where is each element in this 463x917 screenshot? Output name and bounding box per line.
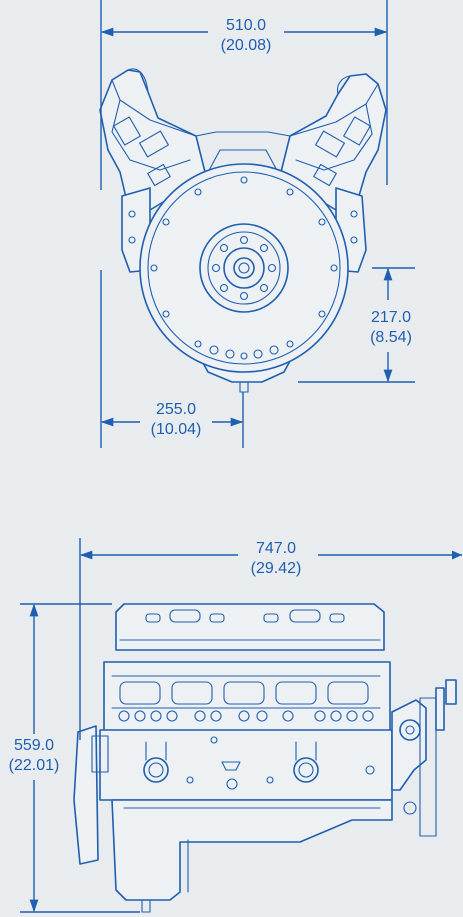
length-mm-label: 747.0 bbox=[256, 540, 296, 557]
crank-height-inch-label: (8.54) bbox=[370, 329, 412, 346]
length-inch-label: (29.42) bbox=[251, 560, 302, 577]
side-view-engine bbox=[73, 603, 457, 913]
height-inch-label: (22.01) bbox=[9, 757, 60, 774]
crank-offset-inch-label: (10.04) bbox=[151, 421, 202, 438]
height-dimension: 559.0 (22.01) bbox=[0, 603, 140, 913]
front-width-dimension: 510.0 (20.08) bbox=[100, 0, 388, 190]
crank-height-mm-label: 217.0 bbox=[371, 309, 411, 326]
front-width-inch-label: (20.08) bbox=[221, 37, 272, 54]
crank-offset-dimension: 255.0 (10.04) bbox=[100, 270, 244, 448]
front-view-engine bbox=[99, 68, 387, 393]
length-dimension: 747.0 (29.42) bbox=[79, 538, 462, 740]
head-bolts bbox=[118, 710, 374, 722]
crank-offset-mm-label: 255.0 bbox=[156, 401, 196, 418]
height-mm-label: 559.0 bbox=[14, 737, 54, 754]
flywheel-bolt-holes bbox=[150, 176, 338, 360]
front-width-mm-label: 510.0 bbox=[226, 17, 266, 34]
crank-height-dimension: 217.0 (8.54) bbox=[298, 267, 420, 383]
crank-flange-holes bbox=[211, 235, 277, 301]
